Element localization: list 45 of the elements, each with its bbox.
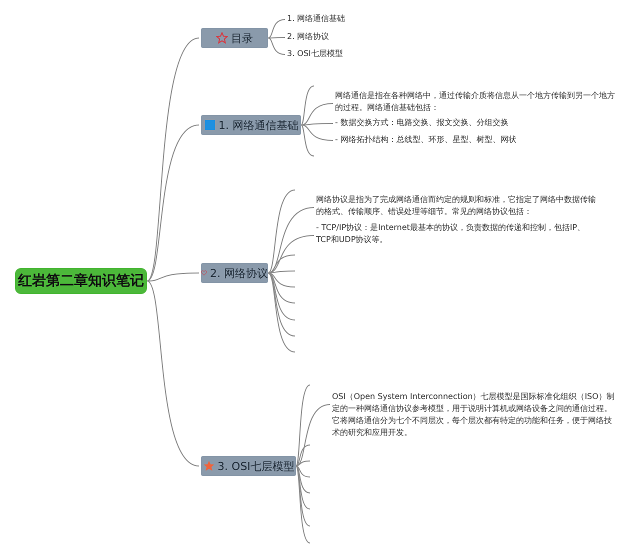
topic-box: [201, 263, 268, 283]
branch-line: [268, 272, 296, 304]
branch-line: [296, 466, 310, 494]
topic-box: [201, 28, 268, 48]
branch-line: [296, 466, 310, 526]
branch-line: [268, 272, 296, 352]
branch-line: [268, 38, 286, 55]
branch-line: [296, 384, 310, 466]
topic-box: [201, 115, 301, 135]
topic-box: [201, 456, 296, 476]
branch-line: [146, 124, 200, 282]
topic-label: 目录: [231, 30, 253, 46]
topic-label: 1. 网络通信基础: [218, 118, 298, 132]
branch-line: [300, 124, 334, 141]
branch-line: [296, 404, 330, 466]
branch-line: [268, 272, 296, 288]
branch-line: [300, 86, 314, 126]
note-text: 网络协议是指为了完成网络通信而约定的规则和标准，它指定了网络中数据传输的格式、传输顺序、错误处理等细节。常见的网络协议包括：: [316, 194, 598, 221]
topic-label: 2. 网络协议: [210, 266, 268, 280]
branch-line: [268, 272, 296, 336]
note-text: 3. OSI七层模型: [287, 48, 417, 61]
root-topic-box: [15, 268, 147, 294]
topic-label: 红岩第二章知识笔记: [18, 272, 144, 290]
note-text: OSI（Open System Interconnection）七层模型是国际标准化组织（ISO）制定的一种网络通信协议参考模型，用于说明计算机或网络设备之间的通信过程。它将网络通信分为七个不同层次，每个层次都有特定的功能和任务，便于网络技术的研究和应用开发。: [332, 391, 618, 444]
branch-line: [296, 444, 310, 466]
branch-line: [268, 19, 286, 38]
note-text: 1. 网络通信基础: [287, 13, 417, 26]
branch-line: [268, 207, 314, 274]
branch-line: [268, 272, 296, 320]
branch-line: [296, 460, 310, 466]
note-text: - 数据交换方式：电路交换、报文交换、分组交换: [335, 117, 615, 130]
branch-line: [146, 272, 200, 282]
note-text: - TCP/IP协议：是Internet最基本的协议，负责数据的传递和控制，包括IP、TCP和UDP协议等。: [316, 222, 598, 249]
note-text: 2. 网络协议: [287, 31, 417, 44]
branch-line: [300, 124, 314, 156]
branch-line: [296, 466, 310, 478]
branch-line: [146, 280, 200, 466]
branch-line: [296, 466, 310, 544]
branch-line: [268, 37, 286, 38]
branch-line: [268, 190, 296, 274]
note-text: 网络通信是指在各种网络中，通过传输介质将信息从一个地方传输到另一个地方的过程。网络通信基础包括：: [335, 90, 615, 117]
branch-line: [146, 38, 200, 282]
topic-label: 3. OSI七层模型: [218, 458, 294, 474]
branch-line: [300, 103, 334, 126]
note-text: - 网络拓扑结构：总线型、环形、星型、树型、网状: [335, 134, 615, 147]
